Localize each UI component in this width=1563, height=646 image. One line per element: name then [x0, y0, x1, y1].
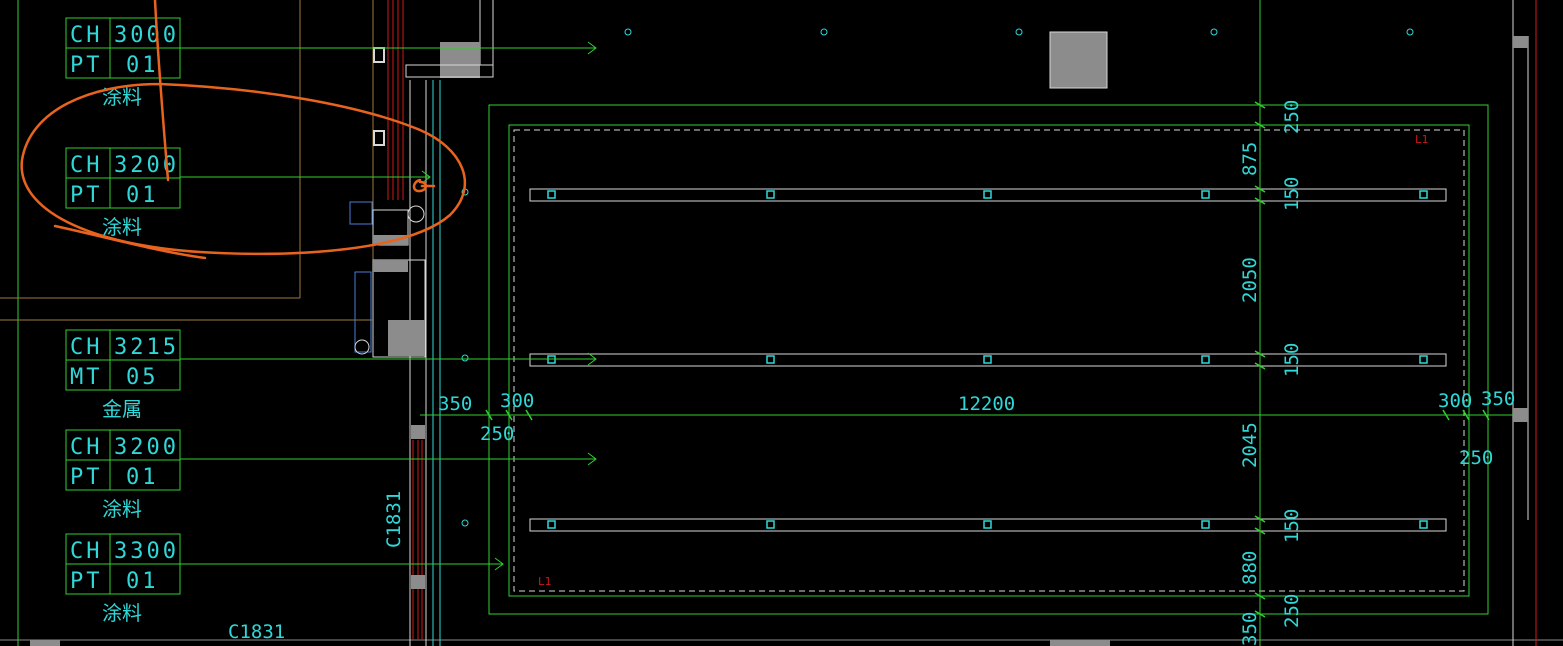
ceiling-tag: CH 3215 MT 05 金属: [65, 329, 181, 421]
dim-v-2050: 2050: [1239, 257, 1261, 303]
ceiling-tags: CH 3000 PT 01 涂料 CH 3200 PT 01 涂料 CH 321…: [65, 17, 181, 625]
ceiling-tag: CH 3200 PT 01 涂料: [65, 429, 181, 521]
dim-v-875: 875: [1239, 142, 1261, 176]
vertical-dimensions: 250 875 150 2050 150 2045 150 880 250 35…: [1239, 100, 1303, 646]
tag-material-code: PT: [70, 569, 103, 594]
wall-lines: [372, 0, 1537, 646]
dim-v-880: 880: [1239, 551, 1261, 585]
markup-mark: [412, 178, 436, 193]
tag-material-name: 涂料: [102, 601, 142, 625]
markup-stroke: [153, 0, 170, 182]
dim-v-250-top: 250: [1281, 100, 1303, 134]
tag-material-name: 金属: [102, 397, 142, 421]
dim-v-250-bottom: 250: [1281, 594, 1303, 628]
tag-ch-label: CH: [70, 153, 103, 178]
light-strip-1: [529, 188, 1447, 202]
dim-right-250: 250: [1459, 447, 1493, 469]
light-strip-2: [529, 353, 1447, 367]
dim-v-350-bottom: 350: [1239, 612, 1261, 646]
detector-symbols: [461, 28, 1414, 527]
dim-v-150-b: 150: [1281, 343, 1303, 377]
dim-v-150-a: 150: [1281, 177, 1303, 211]
tag-material-code: PT: [70, 183, 103, 208]
dim-right-350: 350: [1481, 388, 1515, 410]
layer-mark-top: L1: [1415, 133, 1428, 146]
horizontal-dimensions: 350 300 250 12200 300 350 250: [438, 388, 1515, 469]
markup-tail: [53, 224, 207, 260]
light-strip-3: [529, 518, 1447, 532]
dim-right-300: 300: [1438, 390, 1472, 412]
markup-circle: [20, 82, 467, 256]
tag-ch-label: CH: [70, 23, 103, 48]
tag-material-name: 涂料: [102, 215, 142, 239]
tag-material-number: 01: [126, 465, 159, 490]
tag-height-value: 3000: [114, 23, 179, 48]
tag-material-code: PT: [70, 465, 103, 490]
tag-material-number: 01: [126, 183, 159, 208]
layer-mark-bottom: L1: [538, 575, 551, 588]
dimension-lines: [420, 0, 1513, 646]
tag-material-code: MT: [70, 365, 103, 390]
markup-annotation: [20, 0, 467, 260]
dim-v-2045: 2045: [1239, 422, 1261, 468]
tag-height-value: 3215: [114, 335, 179, 360]
tag-material-number: 05: [126, 365, 159, 390]
tag-ch-label: CH: [70, 335, 103, 360]
light-strips: [529, 188, 1447, 532]
ceiling-tag: CH 3300 PT 01 涂料: [65, 533, 181, 625]
tag-ch-label: CH: [70, 435, 103, 460]
tag-height-value: 3300: [114, 539, 179, 564]
tag-height-value: 3200: [114, 435, 179, 460]
window-label-bottom: C1831: [228, 621, 285, 643]
dim-left-250: 250: [480, 423, 514, 445]
tag-material-number: 01: [126, 53, 159, 78]
tag-material-code: PT: [70, 53, 103, 78]
tag-material-name: 涂料: [102, 497, 142, 521]
tag-ch-label: CH: [70, 539, 103, 564]
ceiling-tag: CH 3000 PT 01 涂料: [65, 17, 181, 109]
leader-lines: [180, 41, 597, 571]
dim-main-12200: 12200: [958, 393, 1015, 415]
tag-material-number: 01: [126, 569, 159, 594]
dim-v-150-c: 150: [1281, 509, 1303, 543]
dim-left-300: 300: [500, 390, 534, 412]
column-blocks: [30, 31, 1528, 646]
tag-height-value: 3200: [114, 153, 179, 178]
dim-left-350: 350: [438, 393, 472, 415]
window-label-vertical: C1831: [383, 491, 405, 548]
